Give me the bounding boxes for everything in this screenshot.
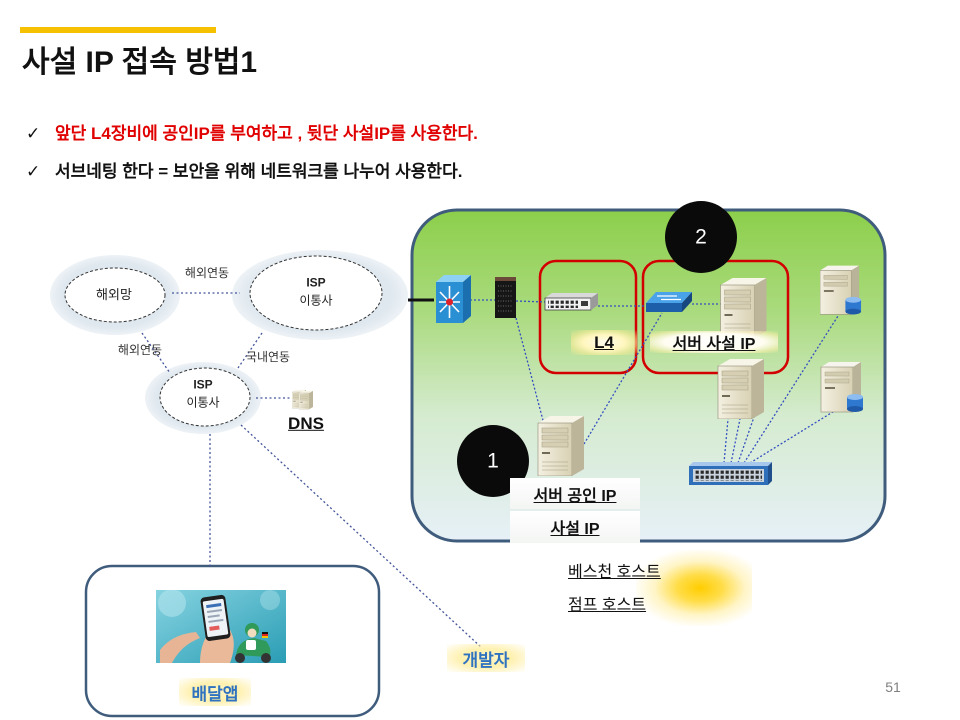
isp-top-node: [232, 250, 408, 340]
private-ip-label-box: 사설 IP: [510, 511, 640, 543]
bullet-text: 서브네팅 한다 = 보안을 위해 네트워크를 나누어 사용한다.: [55, 162, 463, 181]
server-tower-icon: [717, 359, 765, 419]
private-server-icon: [720, 278, 767, 338]
tower-appliance-icon: [495, 277, 516, 318]
slide-title: 사설 IP 접속 방법1: [22, 46, 258, 79]
link-label-domestic: 국내연동: [245, 349, 291, 364]
link-label-overseas-bottom: 해외연동: [117, 342, 163, 357]
public-server-label-box: 서버 공인 IP: [510, 478, 640, 509]
isp-top-label: ISP 이통사: [299, 276, 332, 309]
isp-bottom-line2: 이통사: [186, 396, 220, 410]
check-icon: ✓: [26, 124, 41, 144]
delivery-app-photo: [156, 590, 286, 663]
dns-server-icon: [292, 389, 313, 410]
l4-label-box: L4: [571, 330, 637, 355]
link-label-overseas-top: 해외연동: [184, 265, 230, 280]
link-panel-db-2: [749, 409, 837, 464]
smartphone-shape: [200, 594, 231, 641]
public-server-icon: [537, 416, 585, 476]
isp-top-line2: 이통사: [299, 294, 333, 308]
switch-icon: [646, 292, 692, 312]
link-overseas-isp-bottom: [141, 332, 171, 374]
core-switch-icon: [436, 275, 471, 323]
overseas-node: [50, 255, 180, 335]
isp-bottom-node: [145, 362, 261, 434]
jump-host-label: 점프 호스트: [568, 597, 647, 614]
bastion-highlight: [636, 550, 752, 626]
step-2-number: 2: [695, 225, 707, 249]
link-tower-public-server: [515, 317, 546, 429]
step-1-number: 1: [487, 449, 499, 473]
link-panel-server-a: [723, 418, 729, 464]
step-2-badge: [665, 201, 737, 273]
isp-bottom-label: ISP 이통사: [186, 378, 219, 411]
database-server-icon: [820, 362, 864, 413]
link-isp-developer: [240, 424, 483, 649]
link-tower-l4: [515, 300, 547, 303]
l4-group-box: [538, 259, 638, 375]
bastion-host-label: 베스천 호스트: [568, 564, 661, 581]
isp-top-line1: ISP: [306, 275, 326, 290]
bullet-2: ✓ 서브네팅 한다 = 보안을 위해 네트워크를 나누어 사용한다.: [26, 161, 462, 183]
delivery-scooter-shape: [235, 623, 271, 663]
developer-label: 개발자: [462, 650, 510, 670]
delivery-app-label-box: 배달앱: [179, 678, 251, 706]
dns-label: DNS: [288, 413, 324, 433]
title-accent-bar: [20, 27, 216, 33]
private-server-label: 서버 사설 IP: [672, 336, 756, 353]
private-ip-label: 사설 IP: [550, 521, 600, 538]
patch-panel-icon: [689, 462, 772, 485]
link-panel-server-c: [737, 416, 755, 464]
l4-label: L4: [594, 332, 614, 352]
l4-device-icon: [544, 293, 598, 311]
developer-label-box: 개발자: [447, 644, 525, 672]
isp-bottom-line1: ISP: [193, 377, 213, 392]
public-server-label: 서버 공인 IP: [533, 487, 617, 505]
link-panel-db-1: [743, 315, 839, 464]
page-number: 51: [885, 679, 901, 695]
private-server-label-box: 서버 사설 IP: [650, 331, 778, 353]
delivery-app-label: 배달앱: [191, 684, 239, 704]
check-icon: ✓: [26, 162, 41, 182]
database-server-icon: [820, 265, 862, 315]
bullet-1: ✓ 앞단 L4장비에 공인IP를 부여하고 , 뒷단 사설IP를 사용한다.: [26, 123, 478, 145]
link-public-server-switch: [583, 312, 663, 445]
data-center-zone: [410, 208, 887, 543]
bullet-text: 앞단 L4장비에 공인IP를 부여하고 , 뒷단 사설IP를 사용한다.: [55, 124, 478, 143]
overseas-label: 해외망: [96, 287, 132, 303]
link-panel-server-b: [730, 418, 741, 464]
